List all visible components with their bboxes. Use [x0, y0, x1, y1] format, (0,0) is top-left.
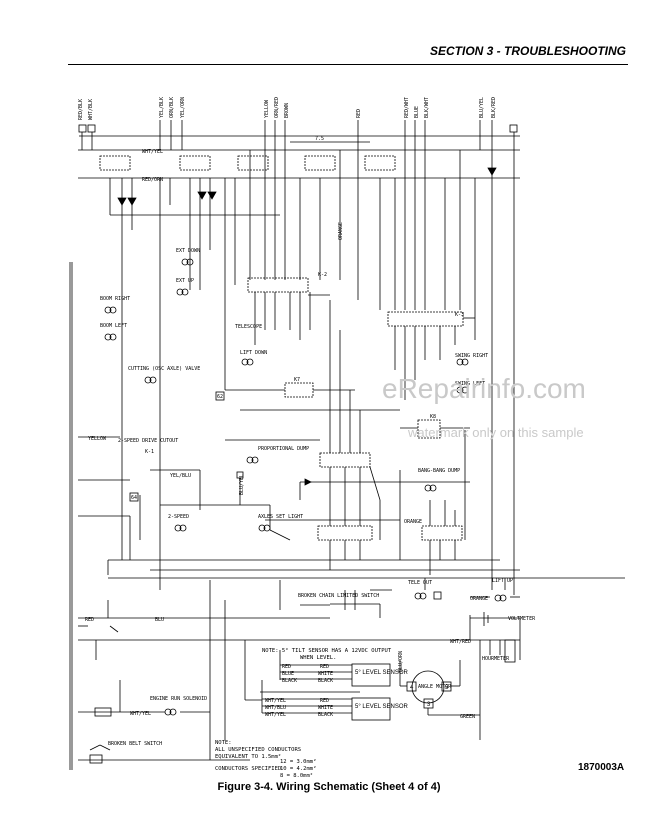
relay-label-k1: K-1: [145, 449, 154, 455]
wire-label-white-s2: WHITE: [318, 705, 333, 711]
relay-label-k2: K-2: [318, 272, 327, 278]
watermark-text: eRepairinfo.com: [382, 373, 586, 404]
wire-label-wht-yel: WHT/YEL: [142, 149, 163, 155]
general-note-1: NOTE:: [215, 740, 232, 746]
label-hourmeter: HOURMETER: [482, 656, 510, 662]
label-boom-right: BOOM RIGHT: [100, 296, 130, 302]
relay-label-k3: K-3: [455, 312, 464, 318]
top-wire-label: BROWN: [284, 103, 290, 118]
section-title: SECTION 3 - TROUBLESHOOTING: [430, 44, 627, 58]
top-wire-label: BLK/WHT: [424, 97, 430, 118]
label-swing-left: SWING LEFT: [455, 381, 485, 387]
mid-wire-label: ORANGE: [338, 222, 344, 240]
wire-label-red-s1-l: RED: [282, 664, 291, 670]
wire-label-wht-orn-s2: WHT/YEL: [265, 712, 286, 718]
label-swing-right: SWING RIGHT: [455, 353, 488, 359]
wire-label-wht-blu-s2: WHT/BLU: [265, 705, 286, 711]
label-telescope: TELESCOPE: [235, 324, 262, 330]
label-broken-belt: BROKEN BELT SWITCH: [108, 741, 162, 747]
top-wire-label: YEL/ORN: [180, 97, 186, 118]
label-two-speed-cutout: 2-SPEED DRIVE CUTOUT: [118, 438, 178, 444]
label-prop-dump: PROPORTIONAL DUMP: [258, 446, 309, 452]
label-ext-up: EXT UP: [176, 278, 194, 284]
label-level-sensor-2: 5° LEVEL SENSOR: [355, 704, 409, 710]
label-tele-out: TELE OUT: [408, 580, 432, 586]
plug-label: 64: [131, 495, 137, 501]
wire-label-wht-yel-s2: WHT/YEL: [265, 698, 286, 704]
top-wire-label: ORN/RED: [274, 97, 280, 118]
top-wire-label: BLUE: [414, 106, 420, 118]
label-bang-bang: BANG-BANG DUMP: [418, 468, 460, 474]
wire-label-red-orn: RED/ORN: [142, 177, 163, 183]
wire-label-green: GREEN: [460, 714, 475, 720]
wire-label-black-s2: BLACK: [318, 712, 333, 718]
wire-label-blue-s1-l: BLUE: [282, 671, 294, 677]
conductor-1: 12 = 3.0mm²: [280, 758, 316, 765]
value-7-5: 7.5: [315, 136, 324, 142]
label-angle-motor: ANGLE MOTOR: [418, 684, 452, 690]
conductors-title: CONDUCTORS SPECIFIED: [215, 766, 281, 772]
label-two-speed: 2-SPEED: [168, 514, 189, 520]
label-broken-chain: BROKEN CHAIN LIMITED SWITCH: [298, 593, 379, 599]
wire-label-red-s2: RED: [320, 698, 329, 704]
wire-label-red-s1: RED: [320, 664, 329, 670]
wire-label-blu: BLU: [155, 617, 164, 623]
wire-label-yellow: YELLOW: [88, 436, 107, 442]
general-note-2: ALL UNSPECIFIED CONDUCTORS: [215, 747, 301, 753]
label-engine-run: ENGINE RUN SOLENOID: [150, 696, 207, 702]
relay-label-k7: K7: [294, 377, 300, 383]
conductor-2: 10 = 4.2mm²: [280, 765, 316, 772]
label-lift-up: LIFT UP: [492, 578, 513, 584]
wire-label-orange: ORANGE: [404, 519, 422, 525]
tilt-note-1: NOTE: 5° TILT SENSOR HAS A 12VDC OUTPUT: [262, 648, 392, 654]
wire-label-blu-orn: BLU/ORN: [398, 651, 404, 672]
wire-label-red: RED: [85, 617, 94, 623]
wire-label-blu-yel: BLU/YEL: [239, 474, 245, 495]
label-axle-set: AXLES SET LIGHT: [258, 514, 303, 520]
wire-label-yel-blu: YEL/BLU: [170, 473, 191, 479]
top-wire-label: YEL/BLK: [159, 97, 165, 118]
top-wire-label: WHT/BLK: [88, 99, 94, 120]
figure-caption: Figure 3-4. Wiring Schematic (Sheet 4 of…: [217, 781, 441, 793]
label-lift-down: LIFT DOWN: [240, 350, 267, 356]
header-rule: [68, 64, 628, 65]
label-level-sensor-1: 5° LEVEL SENSOR: [355, 670, 409, 676]
wire-label-wht-red: WHT/RED: [450, 639, 471, 645]
top-wire-label: RED/WHT: [404, 97, 410, 118]
plug-label: 5: [445, 685, 449, 691]
top-wire-label: BLU/YEL: [479, 97, 485, 118]
label-boom-left: BOOM LEFT: [100, 323, 127, 329]
plug-label: 62: [217, 394, 223, 400]
label-cutting-axle: CUTTING (OSC AXLE) VALVE: [128, 366, 200, 372]
wire-label-wht-yel-engine: WHT/YEL: [130, 711, 151, 717]
top-wire-label: YELLOW: [264, 99, 270, 118]
plug-label: 3: [427, 702, 431, 708]
drawing-number: 1870003A: [578, 762, 625, 773]
relay-label-k8: K8: [430, 414, 436, 420]
top-wire-label: ORN/BLK: [169, 97, 175, 118]
top-wire-label: RED/BLK: [78, 99, 84, 120]
top-wire-label: BLK/RED: [491, 97, 497, 118]
conductor-3: 8 = 8.0mm²: [280, 772, 313, 779]
tilt-note-2: WHEN LEVEL.: [300, 655, 336, 661]
plug-label: 4: [410, 685, 414, 691]
wire-label-black-s1-l: BLACK: [282, 678, 297, 684]
label-voltmeter: VOLTMETER: [508, 616, 536, 622]
label-extend: EXT DOWN: [176, 248, 200, 254]
watermark-subtext: watermark only on this sample: [408, 425, 584, 440]
general-note-3: EQUIVALENT TO 1.5mm²: [215, 753, 281, 760]
wire-label-white-s1: WHITE: [318, 671, 333, 677]
wire-label-orange-2: ORANGE: [470, 596, 488, 602]
wire-label-black-s1: BLACK: [318, 678, 333, 684]
top-wire-label: RED: [356, 109, 362, 118]
